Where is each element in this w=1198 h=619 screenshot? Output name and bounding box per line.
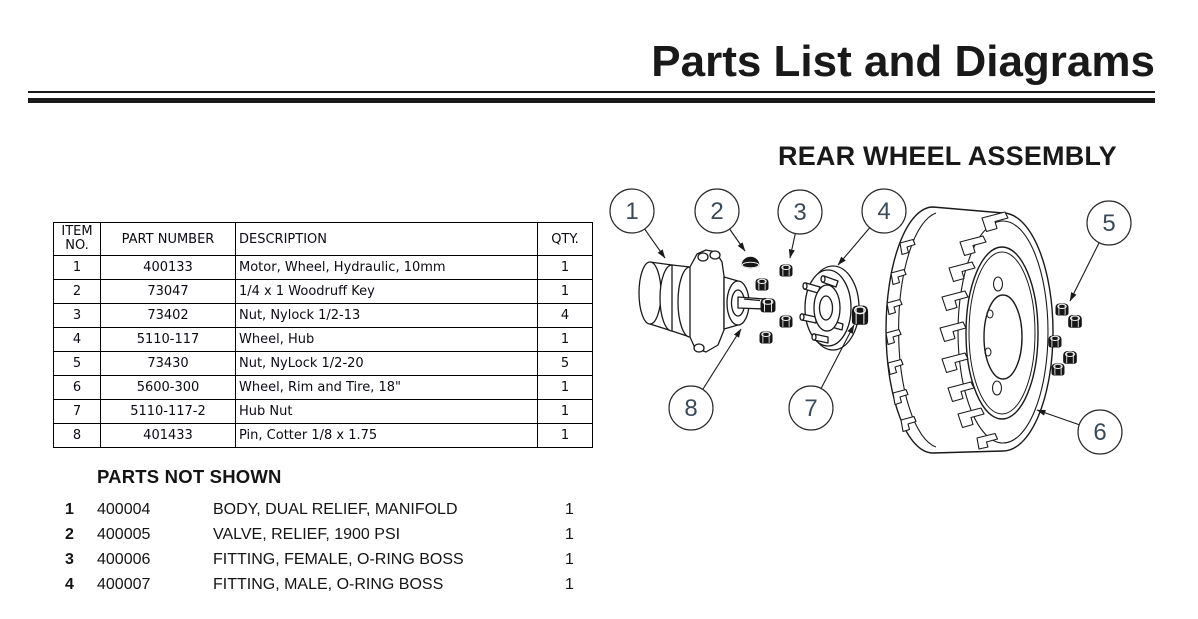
callout-6: 6 bbox=[1077, 409, 1123, 455]
callout-3: 3 bbox=[777, 189, 823, 235]
diagram-title: REAR WHEEL ASSEMBLY bbox=[778, 141, 1117, 171]
svg-text:2: 2 bbox=[710, 198, 723, 225]
lug-nut-illustration bbox=[1055, 303, 1069, 316]
callout-balloons: 1 2 3 4 5 6 7 8 bbox=[609, 188, 1132, 455]
lug-nut-illustration bbox=[1051, 363, 1065, 376]
lug-nut-illustration bbox=[1062, 350, 1078, 365]
svg-text:5: 5 bbox=[1102, 210, 1115, 237]
nylock-nut-illustration bbox=[779, 264, 793, 277]
callout-1: 1 bbox=[609, 188, 655, 234]
svg-text:6: 6 bbox=[1093, 419, 1106, 446]
hub-illustration bbox=[799, 265, 860, 351]
callout-7: 7 bbox=[788, 385, 834, 431]
callout-5: 5 bbox=[1086, 200, 1132, 246]
svg-text:1: 1 bbox=[625, 198, 638, 225]
lug-nut-illustration bbox=[1048, 335, 1062, 348]
callout-4: 4 bbox=[861, 188, 907, 234]
svg-text:7: 7 bbox=[804, 395, 817, 422]
lug-nut-illustration bbox=[1067, 314, 1083, 329]
col-header-description: DESCRIPTION bbox=[235, 222, 538, 256]
hub-nut-illustration bbox=[851, 304, 869, 326]
svg-text:4: 4 bbox=[877, 198, 890, 225]
parts-not-shown-heading: PARTS NOT SHOWN bbox=[97, 466, 282, 487]
page-title: Parts List and Diagrams bbox=[651, 37, 1155, 86]
shaft-nut-illustration bbox=[760, 298, 776, 313]
svg-text:8: 8 bbox=[684, 395, 697, 422]
header-rule-thick bbox=[28, 98, 1155, 103]
exploded-view-diagram: 1 2 3 4 5 6 7 8 bbox=[609, 188, 1132, 455]
header-rule-thin bbox=[28, 91, 1155, 93]
col-header-qty: QTY. bbox=[537, 222, 593, 256]
motor-illustration bbox=[638, 249, 769, 353]
callout-2: 2 bbox=[694, 188, 740, 234]
col-header-part-number: PART NUMBER bbox=[100, 222, 236, 256]
woodruff-key-illustration bbox=[741, 256, 760, 269]
svg-text:3: 3 bbox=[793, 199, 806, 226]
nylock-nut-illustration bbox=[779, 315, 793, 328]
callout-8: 8 bbox=[668, 385, 714, 431]
tire-illustration bbox=[885, 206, 1054, 454]
shaft-nut-illustration bbox=[755, 278, 769, 291]
tire-tread-pattern bbox=[885, 211, 1009, 450]
nylock-nut-illustration bbox=[759, 331, 773, 344]
